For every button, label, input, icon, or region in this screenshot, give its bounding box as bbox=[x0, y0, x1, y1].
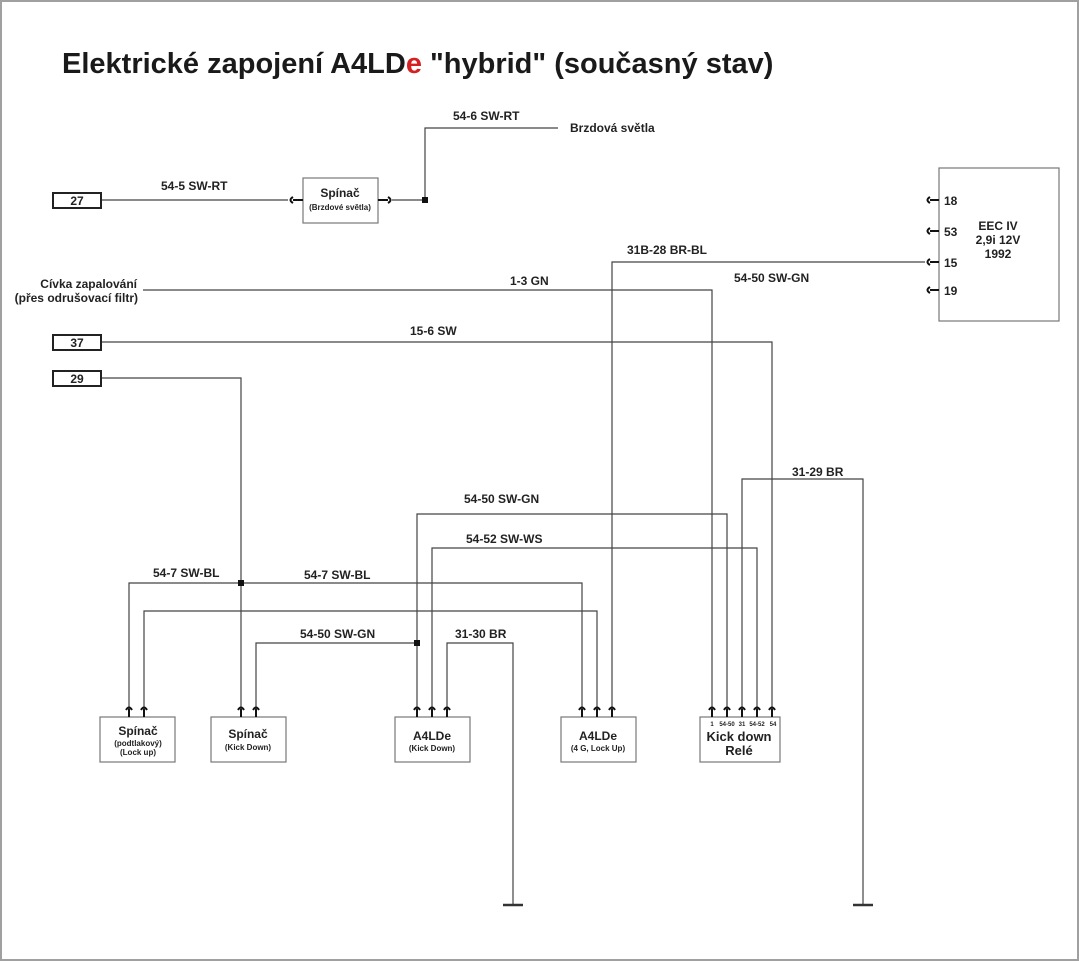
wire-label: 54-5 SW-RT bbox=[161, 179, 228, 193]
svg-text:19: 19 bbox=[944, 284, 958, 298]
brake-light-switch[interactable]: Spínač (Brzdové světla) bbox=[289, 177, 392, 224]
kickdown-relay[interactable]: 1 54-50 31 54-52 54 Kick down Relé bbox=[699, 706, 781, 763]
ecu-pin-18: 18 bbox=[926, 194, 958, 208]
svg-text:EEC IV: EEC IV bbox=[978, 219, 1017, 233]
wire-31-30 bbox=[446, 642, 514, 905]
svg-text:A4LDe: A4LDe bbox=[579, 729, 617, 743]
wire-label: 54-7 SW-BL bbox=[304, 568, 370, 582]
wire-29 bbox=[101, 377, 242, 710]
junction-dot bbox=[414, 640, 420, 646]
ecu-eec-iv[interactable]: 18 53 15 19 EEC IV 2,9i 12V 1992 bbox=[926, 167, 1060, 322]
svg-text:18: 18 bbox=[944, 194, 958, 208]
wire-label: 31B-28 BR-BL bbox=[627, 243, 707, 257]
wire-label: 54-50 SW-GN bbox=[464, 492, 539, 506]
svg-text:Kick down: Kick down bbox=[706, 729, 771, 744]
svg-text:37: 37 bbox=[70, 336, 84, 350]
ecu-pin-15: 15 bbox=[926, 256, 958, 270]
svg-text:15: 15 bbox=[944, 256, 958, 270]
vacuum-lockup-switch[interactable]: Spínač (podtlakový) (Lock up) bbox=[99, 706, 176, 763]
wire-54-7 bbox=[128, 582, 583, 710]
svg-text:54-52: 54-52 bbox=[749, 722, 765, 728]
wire-label: 54-52 SW-WS bbox=[466, 532, 542, 546]
connector-icon bbox=[578, 706, 616, 717]
svg-text:1: 1 bbox=[710, 722, 714, 728]
svg-text:Spínač: Spínač bbox=[228, 727, 268, 741]
svg-text:(Kick Down): (Kick Down) bbox=[409, 744, 456, 753]
connector-icon bbox=[708, 706, 776, 717]
svg-text:(Kick Down): (Kick Down) bbox=[225, 743, 272, 752]
terminal-37[interactable]: 37 bbox=[52, 334, 102, 351]
label-ignition-coil-filter: (přes odrušovací filtr) bbox=[15, 291, 138, 305]
wire-31b-28 bbox=[611, 261, 925, 710]
wire-15-6 bbox=[101, 341, 773, 710]
wire-label: 54-6 SW-RT bbox=[453, 109, 520, 123]
svg-text:31: 31 bbox=[739, 722, 746, 728]
diagram-title: Elektrické zapojení A4LDe "hybrid" (souč… bbox=[62, 48, 773, 80]
junction-dot bbox=[238, 580, 244, 586]
terminal-27[interactable]: 27 bbox=[52, 192, 102, 209]
a4lde-kickdown[interactable]: A4LDe (Kick Down) bbox=[394, 706, 471, 763]
wire-54-52 bbox=[431, 547, 758, 710]
wire-54-50-low bbox=[255, 642, 417, 710]
wire-lockup bbox=[143, 610, 598, 710]
connector-icon bbox=[125, 706, 148, 717]
svg-text:(podtlakový): (podtlakový) bbox=[114, 739, 162, 748]
wire-1-3 bbox=[143, 289, 713, 710]
svg-text:(Brzdové světla): (Brzdové světla) bbox=[309, 203, 371, 212]
wire-54-50-mid bbox=[416, 513, 728, 710]
wire-label: 54-7 SW-BL bbox=[153, 566, 219, 580]
connector-icon bbox=[289, 196, 303, 204]
wire-31-29 bbox=[741, 478, 864, 905]
connector-icon bbox=[413, 706, 451, 717]
connector-icon bbox=[378, 196, 392, 204]
wire-label: 31-29 BR bbox=[792, 465, 844, 479]
svg-text:(4 G, Lock Up): (4 G, Lock Up) bbox=[571, 744, 626, 753]
svg-text:Spínač: Spínač bbox=[320, 186, 360, 200]
svg-text:2,9i 12V: 2,9i 12V bbox=[976, 233, 1021, 247]
label-brake-lights: Brzdová světla bbox=[570, 121, 655, 135]
svg-text:A4LDe: A4LDe bbox=[413, 729, 451, 743]
svg-text:54-50: 54-50 bbox=[719, 722, 735, 728]
svg-text:1992: 1992 bbox=[985, 247, 1012, 261]
wire-label: 54-50 SW-GN bbox=[300, 627, 375, 641]
svg-text:Relé: Relé bbox=[725, 743, 752, 758]
svg-text:53: 53 bbox=[944, 225, 958, 239]
svg-text:(Lock up): (Lock up) bbox=[120, 748, 156, 757]
svg-text:54: 54 bbox=[770, 722, 777, 728]
wire-54-6 bbox=[392, 127, 558, 201]
ecu-pin-19: 19 bbox=[926, 284, 958, 298]
svg-text:27: 27 bbox=[70, 194, 84, 208]
wire-label: 1-3 GN bbox=[510, 274, 549, 288]
kickdown-switch[interactable]: Spínač (Kick Down) bbox=[210, 706, 287, 763]
svg-text:Spínač: Spínač bbox=[118, 724, 158, 738]
ecu-pin-53: 53 bbox=[926, 225, 958, 239]
wire-label: 54-50 SW-GN bbox=[734, 271, 809, 285]
svg-text:29: 29 bbox=[70, 372, 84, 386]
connector-icon bbox=[237, 706, 260, 717]
wire-label: 31-30 BR bbox=[455, 627, 507, 641]
label-ignition-coil: Cívka zapalování bbox=[40, 277, 137, 291]
wire-label: 15-6 SW bbox=[410, 324, 457, 338]
a4lde-4g-lockup[interactable]: A4LDe (4 G, Lock Up) bbox=[560, 706, 637, 763]
junction-dot bbox=[422, 197, 428, 203]
terminal-29[interactable]: 29 bbox=[52, 370, 102, 387]
